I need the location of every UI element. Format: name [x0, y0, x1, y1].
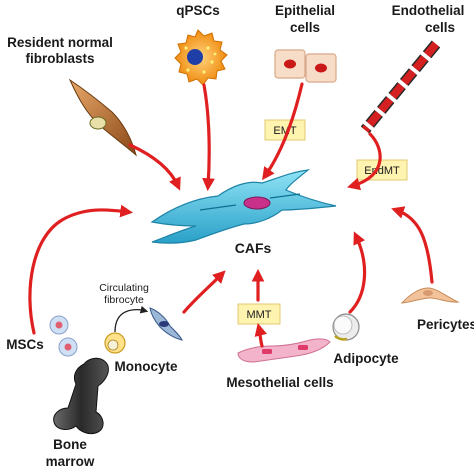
endothelial-label-line2: cells — [425, 20, 455, 35]
circulating-fibrocyte-label-line2: fibrocyte — [104, 294, 144, 306]
bone-marrow-bone — [53, 357, 109, 435]
fibroblasts-label-line1: Resident normal — [7, 35, 113, 50]
fibroblast-cell — [68, 78, 137, 157]
cafs-label: CAFs — [235, 240, 272, 256]
arrow-qpscs-to-cafs — [202, 83, 215, 192]
caf-cell — [150, 169, 337, 244]
emt-label: EMT — [273, 125, 297, 137]
arrow-endothelial-to-cafs — [347, 132, 382, 191]
endothelial-label-line1: Endothelial — [392, 3, 465, 18]
qpsc-cell — [174, 29, 228, 86]
endmt-label: EndMT — [364, 165, 400, 177]
mesothelial-label: Mesothelial cells — [226, 375, 333, 390]
mmt-label: MMT — [246, 309, 271, 321]
mscs-label: MSCs — [6, 337, 44, 352]
arrow-mscs-to-cafs — [28, 204, 134, 335]
endothelial-cells — [360, 40, 441, 134]
circulating-fibrocyte-label-line1: Circulating — [99, 282, 149, 294]
mmt-box: MMT — [237, 303, 281, 325]
monocyte-cell — [104, 332, 126, 354]
qpscs-label: qPSCs — [176, 3, 220, 18]
arrow-monocyte-to-fibrocyte — [114, 305, 149, 333]
epithelial-cells — [274, 49, 337, 83]
bone-marrow-label-line1: Bone — [53, 437, 87, 452]
circulating-fibrocyte-cell — [149, 307, 183, 341]
mesothelial-cells — [237, 338, 331, 363]
bone-marrow-label-line2: marrow — [46, 454, 95, 469]
monocyte-label: Monocyte — [114, 359, 177, 374]
mscs-cells — [49, 315, 78, 357]
arrow-mesothelial-to-mmt — [254, 323, 268, 348]
arrow-epithelial-to-cafs — [262, 82, 304, 181]
adipocyte-label: Adipocyte — [333, 351, 399, 366]
fibroblasts-label-line2: fibroblasts — [25, 51, 94, 66]
pericytes-label: Pericytes — [417, 317, 474, 332]
arrow-pericytes-to-cafs — [391, 206, 434, 284]
pericyte-cell — [400, 287, 460, 304]
epithelial-label-line1: Epithelial — [275, 3, 335, 18]
adipocyte-cell — [332, 313, 360, 341]
endmt-box: EndMT — [356, 159, 408, 181]
arrow-adipocyte-to-cafs — [348, 231, 367, 314]
epithelial-label-line2: cells — [290, 20, 320, 35]
arrow-fibrocyte-to-cafs — [182, 270, 226, 314]
arrow-fibroblasts-to-cafs — [128, 143, 181, 191]
